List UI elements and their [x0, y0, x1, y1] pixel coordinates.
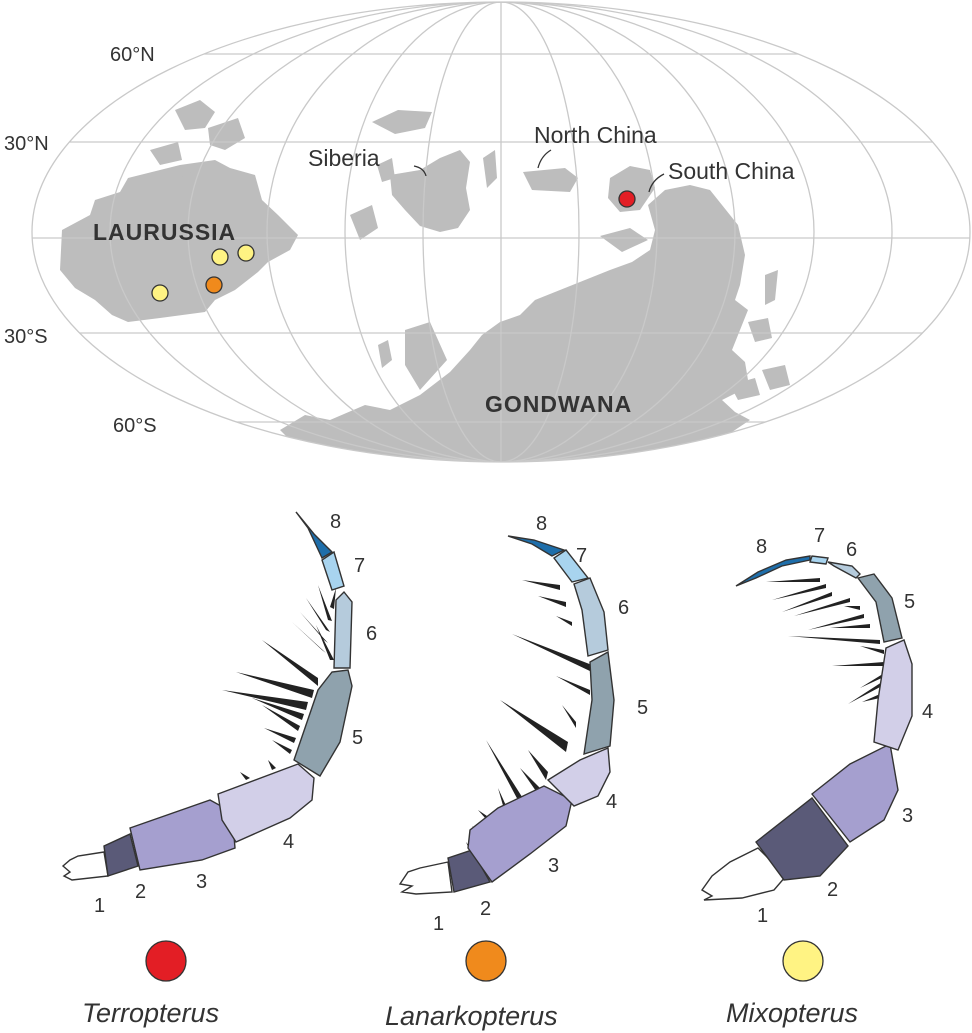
segment-6 [333, 590, 353, 669]
segment-label-5: 5 [904, 591, 915, 613]
segment-label-6: 6 [366, 623, 377, 645]
segment-label-1: 1 [94, 895, 105, 917]
segment-6 [827, 561, 861, 579]
segment-labels: 1 2 3 4 5 6 7 8 [433, 513, 648, 935]
locality-mixopterus-2 [237, 244, 255, 262]
segments [700, 555, 913, 901]
segment-7 [321, 550, 345, 591]
segment-3 [811, 742, 899, 843]
genus-label-mixopterus: Mixopterus [726, 998, 858, 1028]
spines [222, 585, 336, 780]
siberia-islands [350, 110, 497, 240]
gondwana-landmass [280, 185, 750, 462]
leg-lanarkopterus: 1 2 3 4 5 6 7 8 Lanarkopterus [385, 513, 648, 1031]
spines [766, 578, 886, 704]
north-china-landmass [523, 168, 578, 192]
segment-8 [507, 535, 566, 557]
segment-4 [873, 639, 913, 751]
segment-3 [129, 799, 236, 871]
segment-label-6: 6 [846, 539, 857, 561]
gondwana-label: GONDWANA [485, 391, 632, 417]
segment-label-7: 7 [576, 545, 587, 567]
latitude-label-60n: 60°N [110, 44, 155, 66]
locality-mixopterus-1 [211, 248, 229, 266]
segment-label-8: 8 [756, 536, 767, 558]
south-china-leader [648, 173, 665, 193]
segment-label-4: 4 [922, 701, 933, 723]
segment-labels: 1 2 3 4 5 6 7 8 [94, 511, 377, 917]
segments [61, 511, 353, 881]
north-china-label: North China [534, 122, 657, 148]
siberia-landmass [390, 150, 470, 232]
segment-label-2: 2 [480, 898, 491, 920]
segment-1 [61, 851, 109, 881]
segment-label-3: 3 [548, 855, 559, 877]
segment-label-8: 8 [330, 511, 341, 533]
siberia-leader [413, 165, 427, 177]
segment-label-5: 5 [352, 727, 363, 749]
segment-label-4: 4 [283, 831, 294, 853]
segment-label-6: 6 [618, 597, 629, 619]
segment-labels: 1 2 3 4 5 6 7 8 [756, 525, 933, 927]
segment-2 [755, 797, 849, 881]
segments [398, 535, 615, 895]
genus-marker-lanarkopterus [465, 940, 507, 982]
siberia-label: Siberia [308, 145, 380, 171]
segment-5 [293, 669, 353, 777]
segment-label-2: 2 [827, 879, 838, 901]
paleogeographic-map: 60°N 30°N 30°S 60°S Siberia North China … [4, 1, 971, 463]
segment-4 [546, 746, 611, 807]
segment-5 [583, 650, 615, 755]
latitude-label-60s: 60°S [113, 415, 157, 437]
segment-8 [295, 511, 334, 559]
locality-mixopterus-3 [151, 284, 169, 302]
latitude-label-30s: 30°S [4, 326, 48, 348]
segment-1 [398, 861, 453, 895]
segment-label-7: 7 [814, 525, 825, 547]
segment-label-7: 7 [354, 555, 365, 577]
segment-4 [217, 763, 315, 843]
genus-marker-terropterus [145, 940, 187, 982]
segment-label-1: 1 [757, 905, 768, 927]
segment-label-3: 3 [196, 871, 207, 893]
segment-label-1: 1 [433, 913, 444, 935]
laurussia-islands [150, 100, 250, 208]
segment-1 [700, 847, 787, 901]
segment-label-3: 3 [902, 805, 913, 827]
segment-label-2: 2 [135, 881, 146, 903]
locality-terropterus [618, 190, 636, 208]
genus-label-terropterus: Terropterus [82, 998, 219, 1028]
leg-terropterus: 1 2 3 4 5 6 7 8 Terropterus [61, 511, 377, 1028]
genus-marker-mixopterus [782, 940, 824, 982]
leg-mixopterus: 1 2 3 4 5 6 7 8 Mixopterus [700, 525, 933, 1028]
segment-label-4: 4 [606, 791, 617, 813]
segment-2 [447, 849, 492, 893]
segment-7 [809, 555, 829, 565]
segment-2 [103, 833, 139, 877]
north-china-leader [537, 149, 552, 169]
latitude-label-30n: 30°N [4, 133, 49, 155]
south-china-label: South China [668, 158, 795, 184]
segment-5 [856, 573, 903, 643]
small-islands [378, 228, 790, 400]
segment-label-5: 5 [637, 697, 648, 719]
genus-label-lanarkopterus: Lanarkopterus [385, 1001, 558, 1031]
segment-8 [735, 555, 811, 587]
map-outline [31, 1, 971, 463]
laurussia-label: LAURUSSIA [93, 219, 236, 245]
segment-label-8: 8 [536, 513, 547, 535]
locality-lanarkopterus [205, 276, 223, 294]
segment-7 [552, 549, 590, 583]
segment-6 [573, 577, 609, 657]
